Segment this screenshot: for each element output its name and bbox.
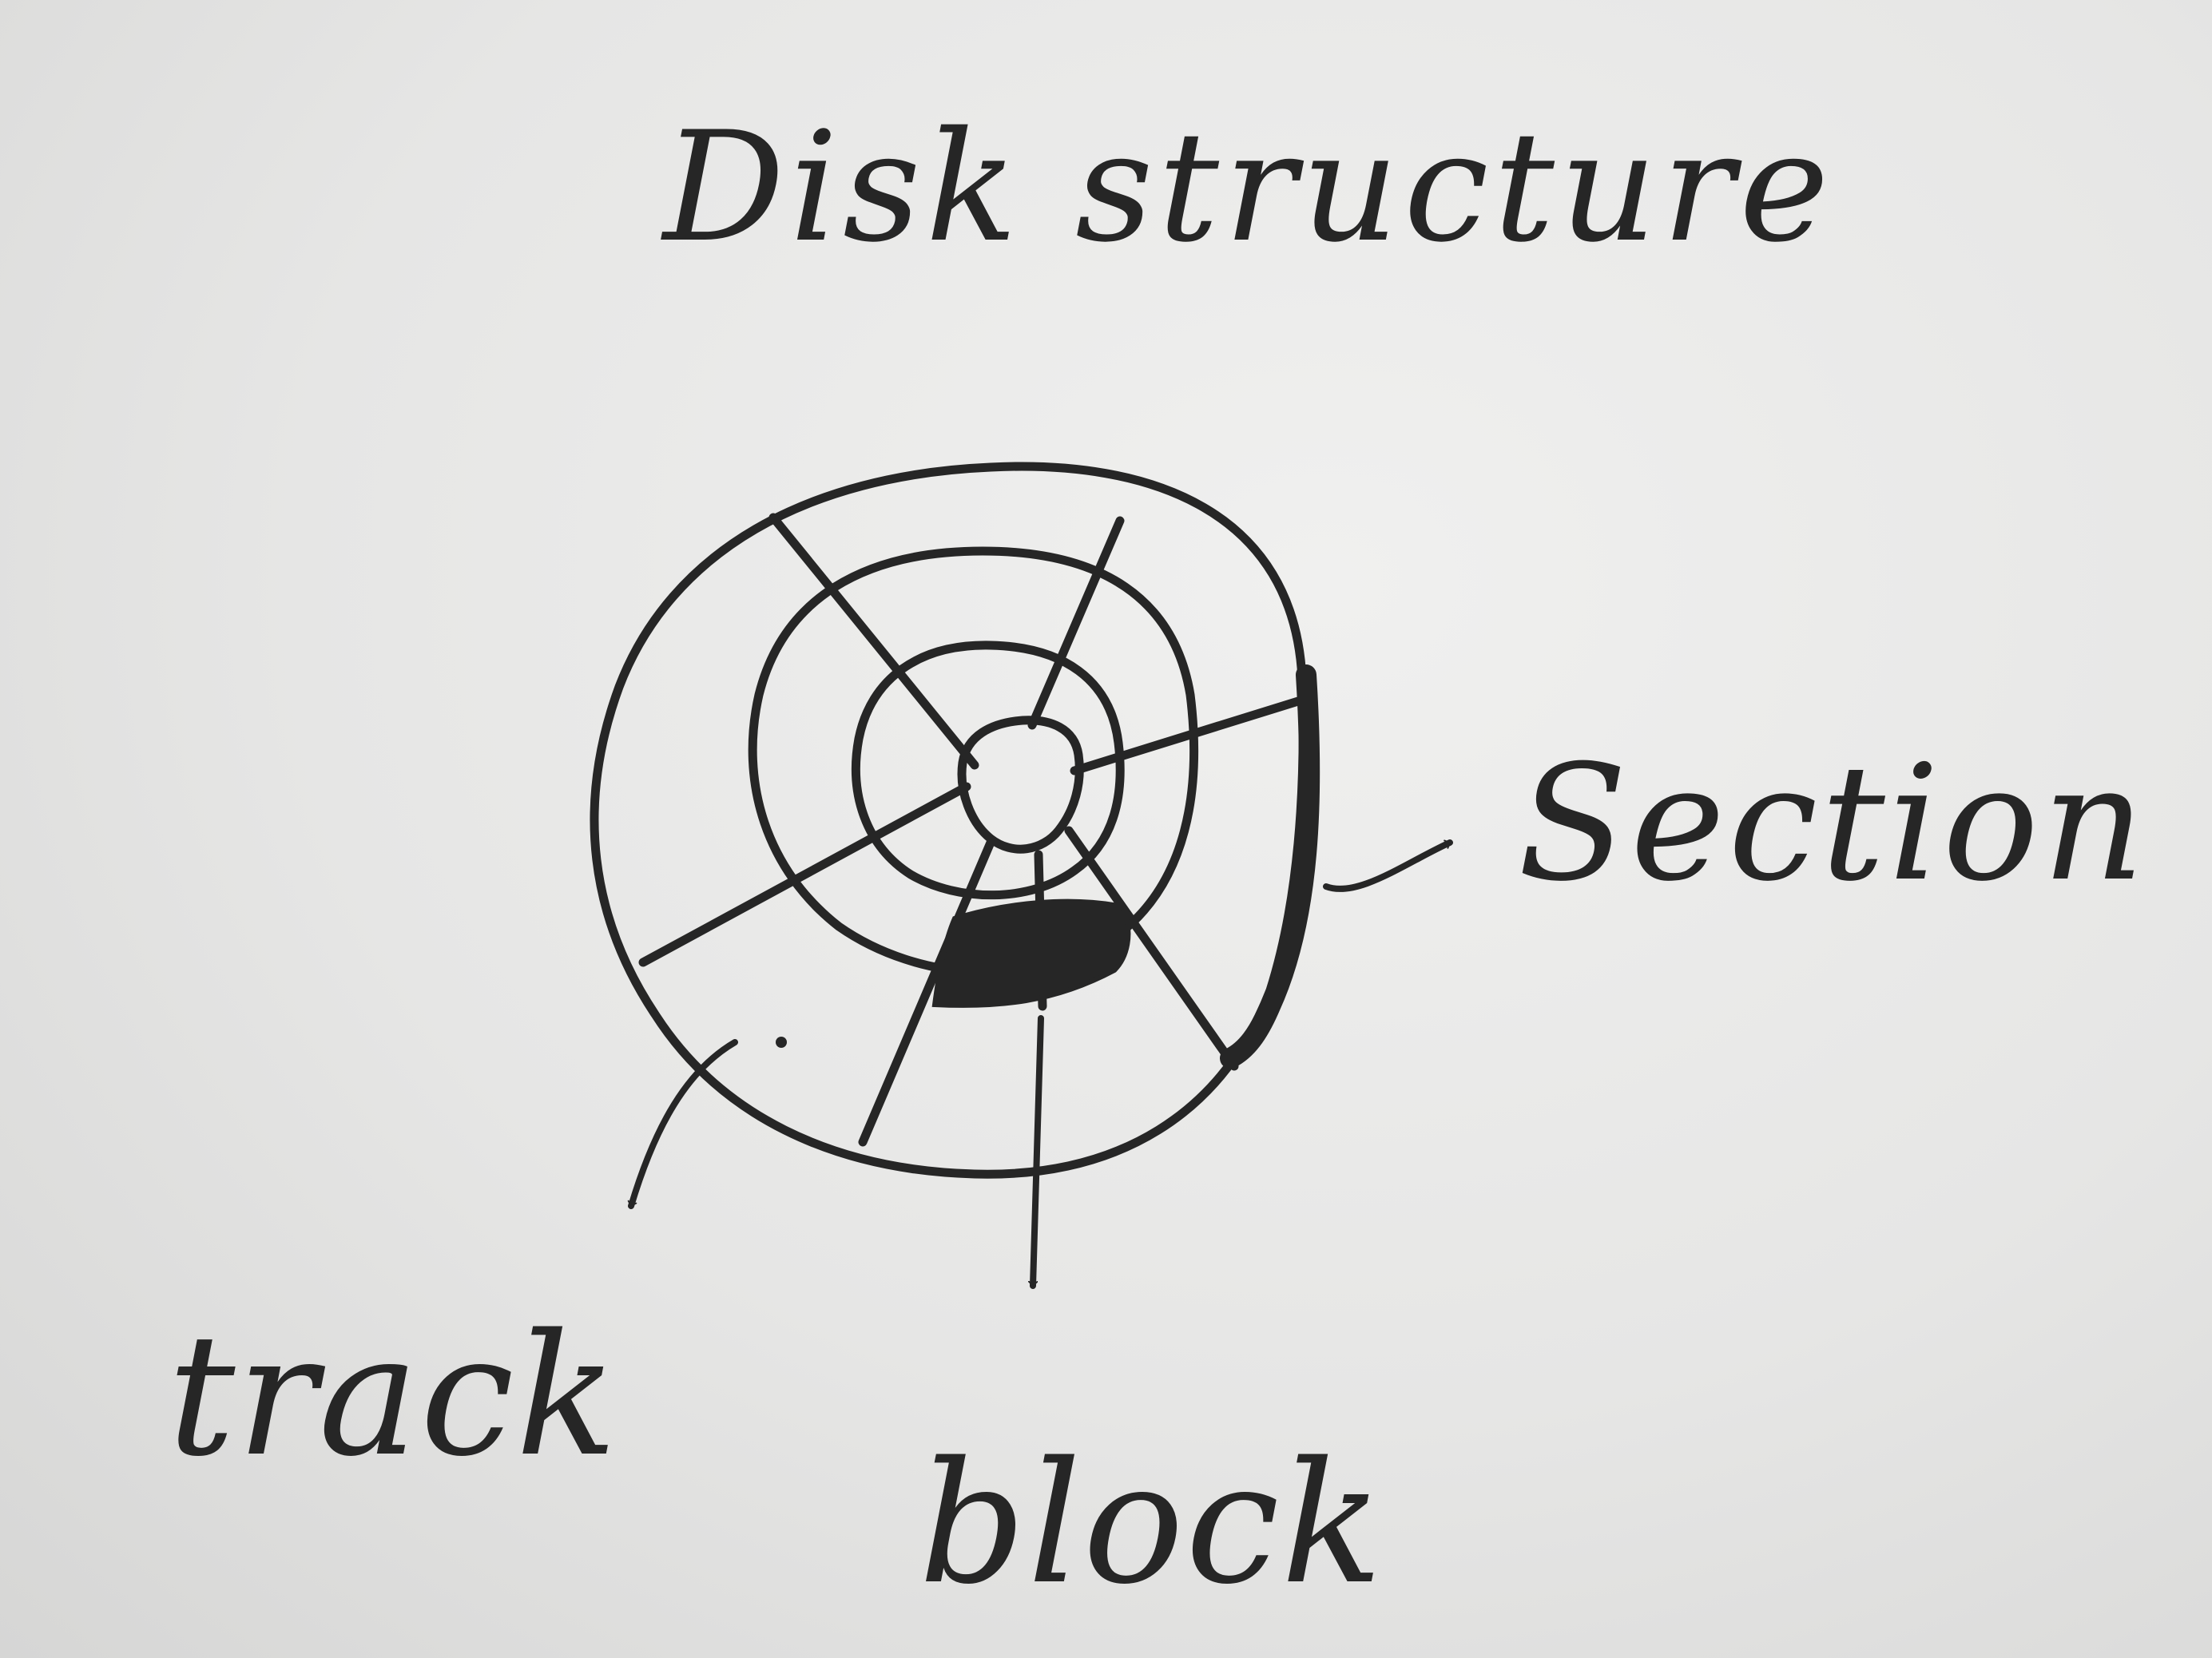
divider-lower-left	[858, 838, 995, 1147]
sector-label: Section	[1518, 731, 2148, 917]
block-arrow	[1033, 1015, 1044, 1289]
block-shaded-sector	[931, 898, 1131, 1008]
divider-right	[1070, 696, 1303, 775]
sector-highlight-arc	[1220, 664, 1320, 1069]
divider-left	[638, 782, 971, 967]
divider-upper-right	[1027, 516, 1125, 730]
divider-lower-right	[1064, 826, 1239, 1071]
track-marker-dot	[776, 1037, 787, 1048]
diagram-title: Disk structure	[661, 99, 1834, 276]
sector-arrow	[1323, 839, 1453, 892]
middle-ring	[748, 546, 1199, 978]
block-label: block	[919, 1426, 1384, 1621]
spindle-hub	[957, 716, 1084, 854]
divider-upper-left	[768, 513, 979, 770]
track-arrow	[631, 1039, 738, 1209]
track-label: track	[168, 1298, 619, 1493]
inner-ring	[851, 641, 1125, 900]
callout-arrows	[631, 839, 1453, 1289]
